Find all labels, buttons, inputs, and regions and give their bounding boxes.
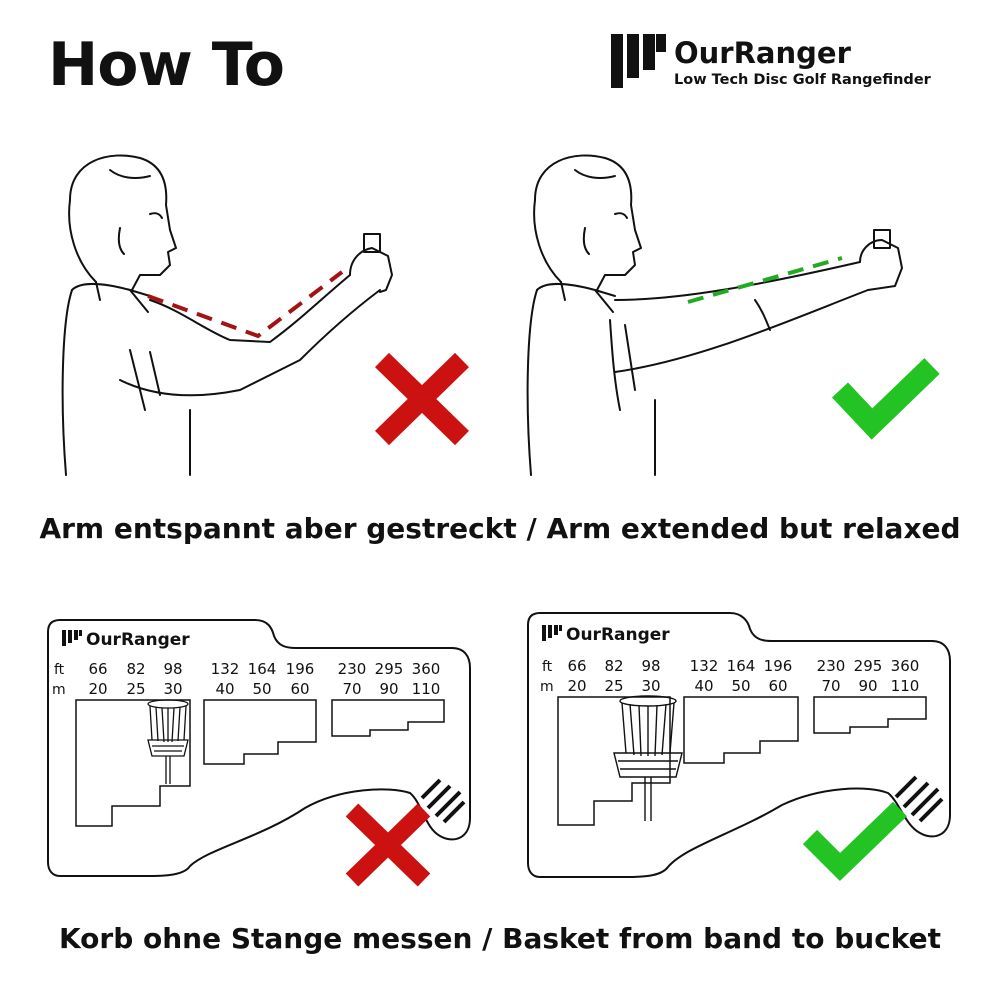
ft-value: 164	[248, 660, 277, 678]
ft-value: 164	[727, 657, 756, 675]
brand-tagline: Low Tech Disc Golf Rangefinder	[674, 72, 931, 88]
card-brand: OurRanger	[86, 630, 190, 650]
disc-golf-basket-icon	[147, 699, 189, 784]
ft-value: 132	[211, 660, 240, 678]
m-value: 90	[858, 677, 877, 695]
brand-header: OurRanger Low Tech Disc Golf Rangefinder	[610, 32, 970, 92]
page-title: How To	[48, 30, 285, 100]
window-mid	[683, 696, 799, 764]
arm-angle-line-right	[687, 256, 843, 304]
ft-value: 295	[375, 660, 404, 678]
window-mid	[203, 699, 317, 765]
person-bent-arm	[61, 154, 393, 476]
ft-value: 98	[641, 657, 660, 675]
card-m-label: m	[52, 682, 66, 698]
hatch-marks	[894, 775, 944, 823]
ft-value: 66	[88, 660, 107, 678]
ft-value: 98	[163, 660, 182, 678]
window-long	[331, 699, 445, 737]
window-short	[557, 696, 671, 826]
card-m-label: m	[540, 679, 554, 695]
arm-angle-line-wrong	[147, 270, 344, 339]
m-value: 40	[694, 677, 713, 695]
caption-arm: Arm entspannt aber gestreckt / Arm exten…	[39, 512, 961, 545]
arm-illustrations	[61, 154, 940, 476]
m-value: 60	[768, 677, 787, 695]
ft-value: 196	[286, 660, 315, 678]
m-value: 30	[163, 680, 182, 698]
m-value: 60	[290, 680, 309, 698]
check-icon	[831, 358, 940, 440]
window-short	[75, 699, 191, 827]
check-icon	[802, 801, 907, 882]
card-brand: OurRanger	[566, 625, 670, 645]
card-ft-label: ft	[542, 659, 553, 675]
caption-basket: Korb ohne Stange messen / Basket from ba…	[58, 922, 942, 955]
ft-value: 360	[891, 657, 920, 675]
ft-value: 196	[764, 657, 793, 675]
m-value: 25	[126, 680, 145, 698]
m-value: 70	[342, 680, 361, 698]
window-long	[813, 696, 927, 734]
ft-value: 230	[817, 657, 846, 675]
ft-value: 132	[690, 657, 719, 675]
hatch-marks	[420, 778, 466, 824]
logo-bars-icon	[542, 625, 562, 641]
m-value: 50	[731, 677, 750, 695]
ft-value: 360	[412, 660, 441, 678]
rangefinder-card-wrong: OurRanger ft m 66 82 98 132 164 196 230 …	[47, 619, 471, 887]
rangefinder-card-right: OurRanger ft m 66 82 98 132 164 196 230 …	[527, 612, 951, 882]
m-value: 110	[891, 677, 920, 695]
m-value: 20	[88, 680, 107, 698]
card-ft-label: ft	[54, 662, 65, 678]
ft-value: 295	[854, 657, 883, 675]
m-value: 90	[379, 680, 398, 698]
logo-bars-icon	[611, 34, 666, 88]
m-value: 110	[412, 680, 441, 698]
disc-golf-basket-icon	[613, 695, 683, 821]
ft-value: 82	[604, 657, 623, 675]
cross-icon	[345, 803, 431, 887]
logo-bars-icon	[62, 630, 82, 646]
m-value: 40	[215, 680, 234, 698]
person-straight-arm	[526, 154, 903, 476]
cross-icon	[375, 352, 469, 446]
m-value: 25	[604, 677, 623, 695]
ft-value: 66	[567, 657, 586, 675]
brand-name: OurRanger	[674, 36, 851, 70]
m-value: 50	[252, 680, 271, 698]
ft-value: 82	[126, 660, 145, 678]
m-value: 30	[641, 677, 660, 695]
ft-value: 230	[338, 660, 367, 678]
m-value: 70	[821, 677, 840, 695]
m-value: 20	[567, 677, 586, 695]
